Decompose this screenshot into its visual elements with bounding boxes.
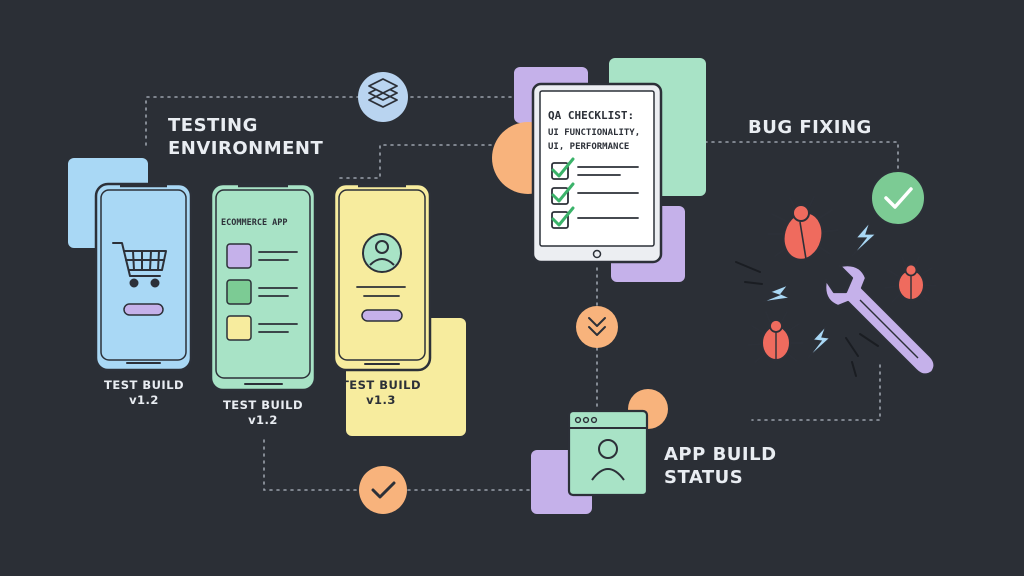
label-app-build-status: APP BUILD STATUS (664, 443, 777, 489)
connector-bugs-to-status (751, 364, 881, 421)
list-thumb-purple (226, 243, 252, 269)
label-testing-line-1: TESTING (168, 115, 258, 136)
checklist-item-3 (551, 206, 639, 229)
checkmark-icon (884, 187, 913, 209)
user-window-icon (567, 409, 649, 497)
checklist-subtitle-line-1: UI FUNCTIONALITY, (548, 128, 641, 138)
phone-1-build-label: TEST BUILD v1.2 (104, 378, 184, 408)
phone-3-build-version: v1.3 (366, 393, 396, 407)
checklist-subtitle: UI FUNCTIONALITY, UI, PERFORMANCE (548, 126, 640, 154)
phone-2-build-name: TEST BUILD (222, 398, 304, 412)
bug-icon-large (767, 196, 839, 261)
bug-icon-bottom (747, 311, 804, 363)
list-thumb-green (226, 279, 252, 305)
checklist-title: QA CHECKLIST: (548, 109, 635, 122)
connector-testing-to-checklist (339, 144, 513, 179)
checkmark-circle-bug-fixing (870, 170, 926, 226)
shopping-cart-icon (112, 242, 167, 288)
checkmark-icon (551, 182, 575, 203)
phone-1-button (123, 303, 164, 316)
list-thumb-yellow (226, 315, 252, 341)
layers-icon (358, 72, 408, 122)
phone-2-title: ECOMMERCE APP (221, 218, 288, 228)
lightning-bolt-icon (807, 325, 832, 359)
lightning-bolt-icon (761, 283, 793, 303)
bug-icon-small (884, 256, 937, 303)
checklist-subtitle-line-2: UI, PERFORMANCE (548, 142, 630, 152)
checkmark-circle-bottom (359, 466, 407, 514)
phone-2-build-label: TEST BUILD v1.2 (222, 398, 304, 428)
phone-1-build-version: v1.2 (129, 393, 159, 407)
chevron-down-double-icon (576, 306, 618, 348)
phone-2-build-version: v1.2 (248, 413, 278, 427)
lightning-bolt-icon (851, 221, 878, 257)
phone-test-build-2 (209, 182, 317, 392)
phone-test-build-3 (332, 182, 432, 372)
connector-lines (145, 96, 899, 491)
phone-3-button (361, 309, 403, 322)
user-avatar-icon (362, 233, 402, 273)
label-bug-fixing: BUG FIXING (748, 117, 872, 138)
checklist-items (551, 157, 639, 229)
checklist-item-1 (551, 157, 639, 180)
action-dashes (735, 261, 879, 377)
label-testing-environment: TESTING ENVIRONMENT (168, 114, 323, 160)
label-testing-line-2: ENVIRONMENT (168, 138, 324, 159)
phone-3-build-label: TEST BUILD v1.3 (338, 378, 424, 408)
checklist-item-2 (551, 182, 639, 205)
phone-test-build-1 (94, 182, 193, 372)
phone-3-build-name: TEST BUILD (340, 378, 422, 392)
label-status-line-2: STATUS (664, 467, 744, 488)
checkmark-icon (371, 481, 396, 499)
wrench-icon (824, 264, 936, 376)
connector-checklist-to-bugs (704, 141, 899, 171)
phone-1-build-name: TEST BUILD (104, 378, 185, 392)
connector-bottom-left (263, 439, 357, 491)
checkmark-icon (551, 206, 575, 227)
checkmark-icon (551, 157, 575, 178)
label-status-line-1: APP BUILD (664, 444, 777, 465)
connector-top-left (145, 96, 363, 146)
